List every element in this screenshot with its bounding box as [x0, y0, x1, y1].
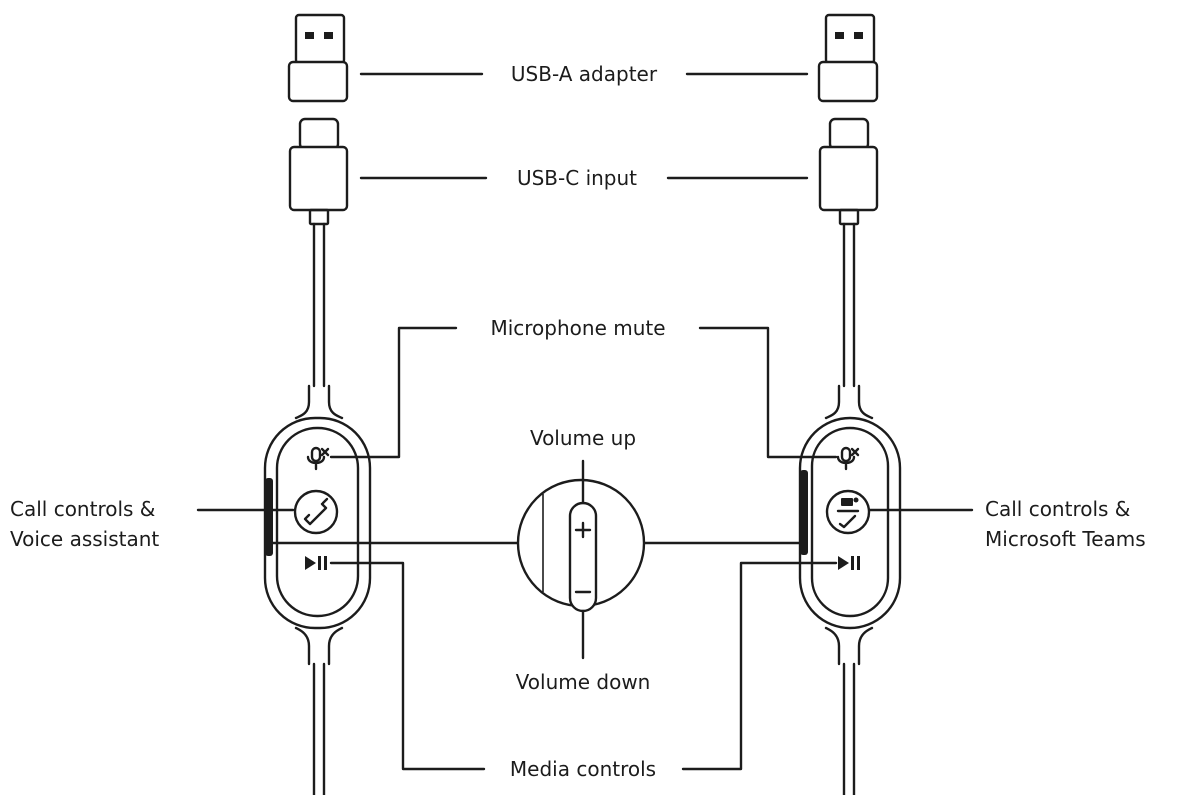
left-call-controls-label: Call controls & Voice assistant: [10, 494, 160, 554]
right-cable-assembly: [798, 13, 902, 795]
usb-c-input-label: USB-C input: [516, 166, 638, 190]
right-call-controls-label: Call controls & Microsoft Teams: [985, 494, 1146, 554]
play-pause-icon: [305, 556, 327, 570]
left-usb-a-adapter: [287, 13, 349, 103]
usb-a-adapter-label: USB-A adapter: [510, 62, 658, 86]
microphone-mute-icon: [836, 446, 860, 471]
right-usb-a-adapter: [817, 13, 879, 103]
right-inline-controller: [798, 384, 902, 666]
volume-down-label: Volume down: [515, 670, 651, 694]
phone-handset-icon: [293, 489, 339, 535]
left-inline-controller: [263, 384, 372, 666]
microphone-mute-label: Microphone mute: [490, 316, 666, 340]
left-usb-c-connector: [288, 117, 349, 226]
media-controls-label: Media controls: [509, 757, 657, 781]
microsoft-teams-icon: [825, 489, 871, 535]
left-cable-assembly: [263, 13, 372, 795]
callout-lines: [196, 72, 974, 771]
volume-up-label: Volume up: [529, 426, 637, 450]
volume-detail-magnifier: [270, 459, 808, 660]
microphone-mute-icon: [306, 446, 330, 471]
left-call-controls-line2: Voice assistant: [10, 527, 160, 551]
play-pause-icon: [838, 556, 860, 570]
right-call-controls-line2: Microsoft Teams: [985, 527, 1146, 551]
right-usb-c-connector: [818, 117, 879, 226]
plus-icon: [574, 521, 592, 539]
right-call-controls-line1: Call controls &: [985, 497, 1131, 521]
left-call-controls-line1: Call controls &: [10, 497, 156, 521]
